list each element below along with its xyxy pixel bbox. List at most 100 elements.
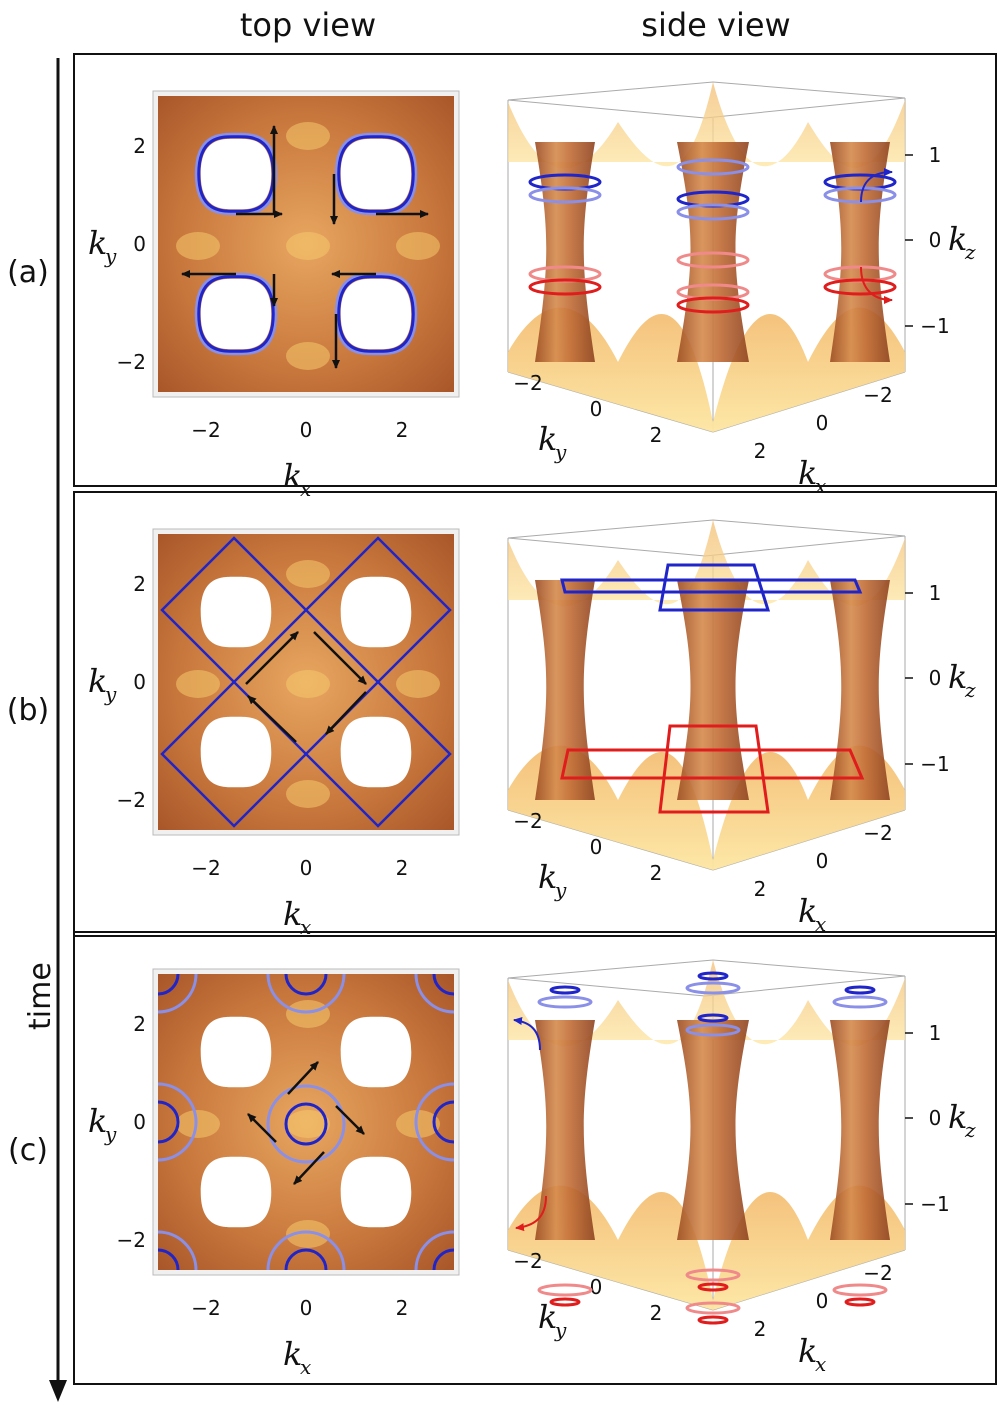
velocity-arrow	[247, 1113, 277, 1143]
side-z-axis-label-letter: k	[948, 658, 967, 696]
top-x-tick: 0	[300, 1296, 313, 1320]
side-kx-tick: 0	[816, 849, 829, 873]
ring-contour	[676, 296, 750, 314]
top-y-axis-label-letter: k	[88, 1102, 107, 1140]
side-y-axis-label: ky	[538, 858, 567, 902]
side-z-axis-label-letter: k	[948, 1098, 967, 1136]
fermi-hole	[340, 138, 412, 210]
top-x-tick: 0	[300, 856, 313, 880]
surface-highlight	[286, 342, 330, 370]
surface-highlight	[286, 780, 330, 808]
side-kx-tick: 2	[754, 877, 767, 901]
side-y-axis-label: ky	[538, 1298, 567, 1342]
kz-tick: 0	[929, 666, 942, 690]
top-y-axis-label-subscript: y	[104, 1122, 117, 1146]
fermi-hole	[340, 278, 412, 350]
surface-highlight	[396, 670, 440, 698]
top-y-axis-label-letter: k	[88, 224, 107, 262]
side-x-axis-label: kx	[798, 1332, 826, 1376]
top-x-axis-label: kx	[283, 1335, 311, 1379]
top-y-tick: 0	[133, 232, 146, 256]
edge-contours	[158, 974, 454, 1270]
bottom-surface	[508, 745, 905, 870]
fermi-hole	[200, 716, 272, 788]
square-contour	[658, 563, 771, 612]
flow-arrow-blue	[860, 168, 893, 203]
surface-highlight	[286, 232, 330, 260]
contour-light	[266, 1084, 346, 1164]
peak-contour	[549, 1297, 581, 1307]
velocity-arrow	[313, 631, 367, 685]
side-x-axis-label-subscript: x	[815, 474, 826, 498]
side-x-axis-label-letter: k	[798, 1332, 817, 1370]
kz-tick: 0	[929, 1106, 942, 1130]
top-y-axis-label-subscript: y	[104, 244, 117, 268]
ring-contour	[676, 203, 750, 221]
peak-contour	[685, 1301, 741, 1315]
side-kx-tick: −2	[863, 1261, 892, 1285]
top-y-axis-label-subscript: y	[104, 682, 117, 706]
edge-contour-light	[158, 1082, 198, 1162]
surface-highlight	[396, 1110, 440, 1138]
side-ky-tick: −2	[513, 809, 542, 833]
peak-contour	[537, 1283, 593, 1297]
peak-contour	[844, 985, 876, 995]
side-ky-tick: 0	[590, 835, 603, 859]
bottom-surface	[508, 1185, 905, 1310]
side-ky-tick: 2	[650, 861, 663, 885]
side-ky-tick: −2	[513, 1249, 542, 1273]
side-ky-tick: −2	[513, 371, 542, 395]
flow-arrow-red	[515, 1195, 547, 1232]
surface-highlight	[286, 1110, 330, 1138]
square-contour	[560, 748, 865, 780]
fermi-hole	[340, 576, 412, 648]
top-x-axis-label: kx	[283, 895, 311, 939]
top-x-axis-label-subscript: x	[300, 477, 311, 501]
side-kx-tick: 0	[816, 411, 829, 435]
side-x-axis-label-subscript: x	[815, 912, 826, 936]
edge-contour-light	[266, 974, 346, 1014]
velocity-arrow	[335, 1105, 365, 1135]
top-surface	[508, 960, 905, 1047]
panel-label: (a)	[7, 255, 49, 290]
surface-highlight	[286, 1000, 330, 1028]
fermi-hole	[200, 1016, 272, 1088]
top-x-axis-label-letter: k	[283, 457, 302, 495]
top-y-axis-label: ky	[88, 224, 117, 268]
side-y-axis-label: ky	[538, 420, 567, 464]
side-ky-tick: 0	[590, 397, 603, 421]
ring-contour	[676, 251, 750, 269]
peak-contour	[844, 1297, 876, 1307]
side-z-axis-label-subscript: z	[964, 240, 976, 264]
panel-frame	[73, 53, 997, 487]
side-kx-tick: −2	[863, 821, 892, 845]
top-x-tick: 2	[396, 856, 409, 880]
top-x-tick: 2	[396, 1296, 409, 1320]
side-view-title: side view	[641, 6, 790, 44]
velocity-arrow	[325, 691, 367, 735]
time-label: time	[23, 962, 58, 1030]
panel-label: (b)	[7, 693, 49, 728]
velocity-arrow	[247, 695, 297, 743]
contour-light	[334, 132, 418, 216]
contour-dark	[337, 135, 415, 213]
top-x-axis-label-letter: k	[283, 895, 302, 933]
bottom-surface	[508, 307, 905, 432]
edge-contour-dark	[284, 974, 328, 996]
top-x-axis-label-subscript: x	[300, 915, 311, 939]
panel-frame	[73, 491, 997, 937]
side-ky-tick: 2	[650, 423, 663, 447]
velocity-arrow	[245, 631, 299, 685]
contour-dark	[197, 275, 275, 353]
surface-highlight	[176, 670, 220, 698]
top-y-tick: 2	[133, 134, 146, 158]
contour-dark	[284, 1102, 328, 1146]
top-x-tick: −2	[191, 856, 220, 880]
ring-contour	[528, 278, 602, 296]
edge-contour-dark	[432, 1100, 454, 1144]
side-x-axis-label-letter: k	[798, 892, 817, 930]
kz-tick: 1	[929, 581, 942, 605]
